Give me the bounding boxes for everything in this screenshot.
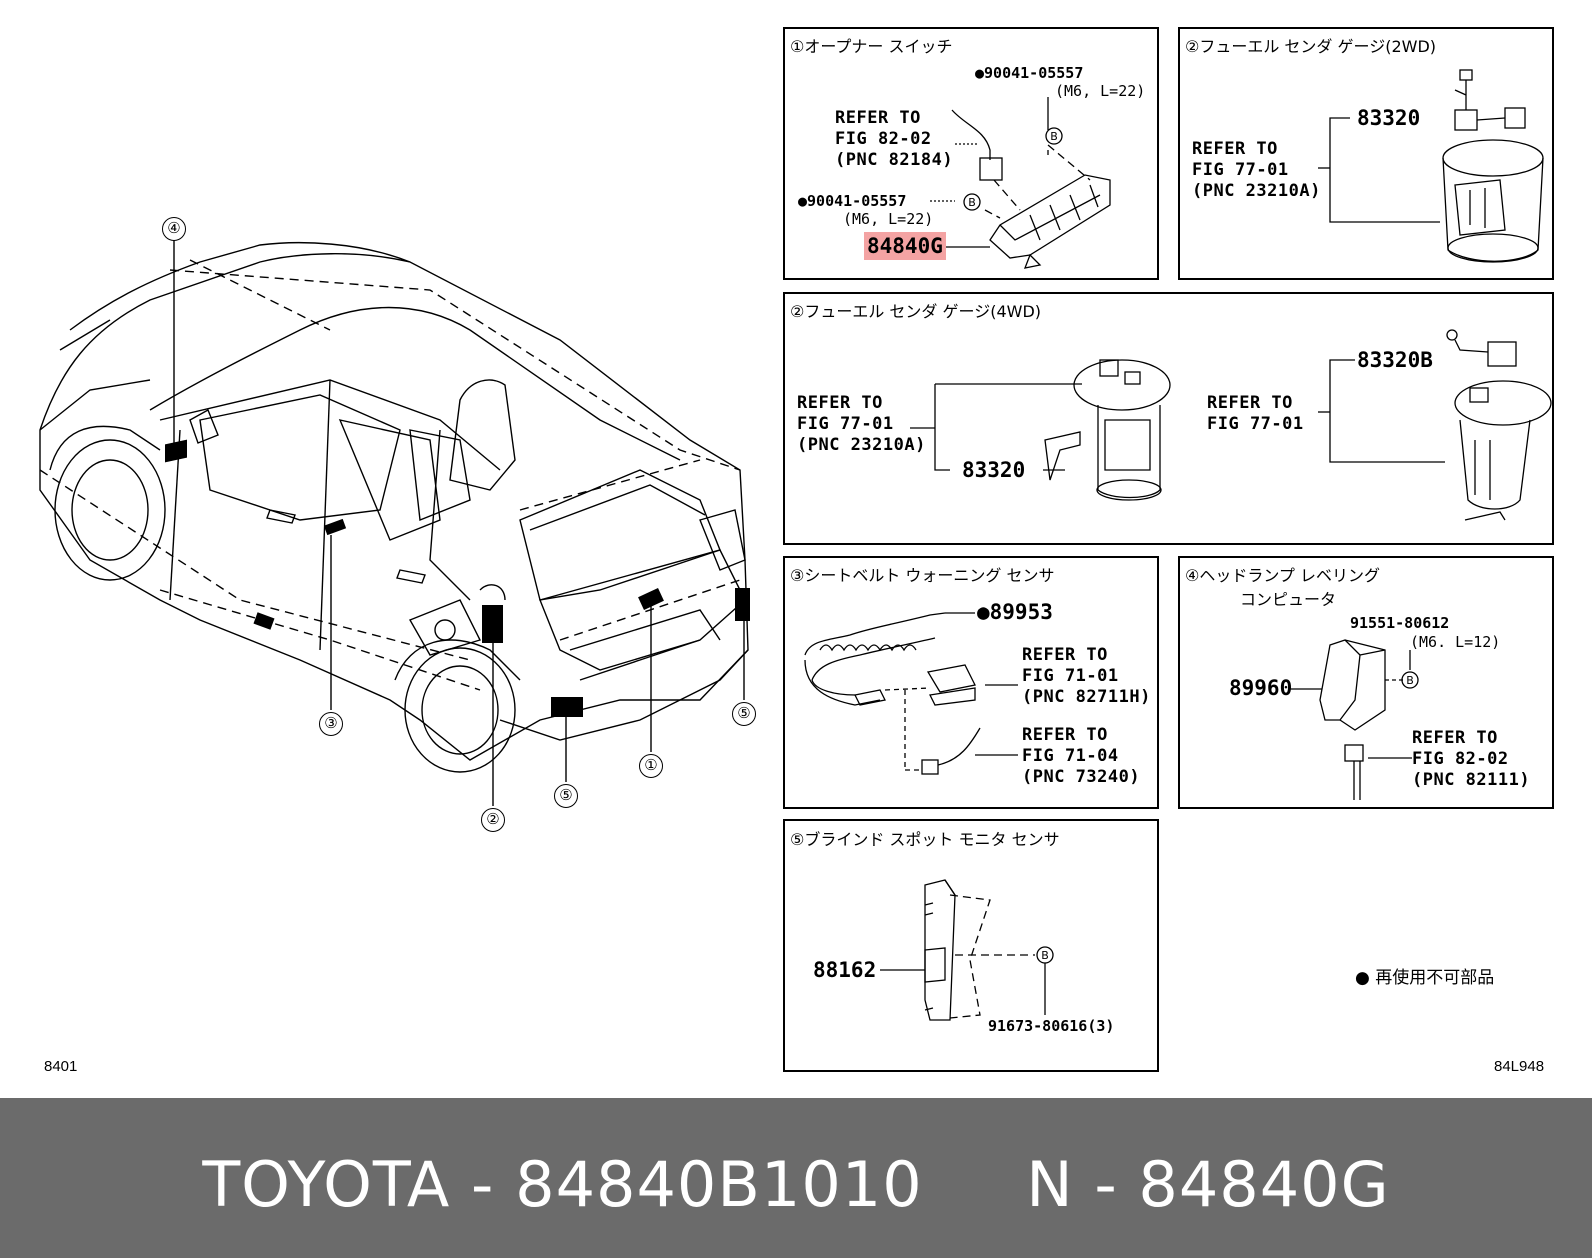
callout-2: ② bbox=[481, 808, 505, 832]
panel1-bolt1-spec: (M6, L=22) bbox=[1055, 82, 1146, 100]
callout-5a: ⑤ bbox=[554, 784, 578, 808]
legend-text: 再使用不可部品 bbox=[1375, 968, 1495, 988]
bolt-markers: B B B B bbox=[968, 130, 1414, 962]
panel3-refer1: REFER TO FIG 71-01 (PNC 82711H) bbox=[1022, 645, 1151, 707]
svg-text:B: B bbox=[1050, 130, 1058, 143]
figure-code-right: 84L948 bbox=[1494, 1058, 1545, 1075]
panel4-title: ④ヘッドランプ レベリング bbox=[1185, 566, 1380, 585]
panel2b-part2: 83320B bbox=[1357, 348, 1433, 372]
panel1-drawing bbox=[930, 97, 1111, 269]
part-number-text: TOYOTA - 84840B1010 N - 84840G bbox=[202, 1148, 1390, 1221]
svg-text:B: B bbox=[968, 196, 976, 209]
legend-mark: ● bbox=[1355, 968, 1370, 988]
panel2a-part: 83320 bbox=[1357, 106, 1421, 130]
part-number-banner: TOYOTA - 84840B1010 N - 84840G bbox=[0, 1098, 1592, 1258]
panel2b-refer1: REFER TO FIG 77-01 (PNC 23210A) bbox=[797, 393, 926, 455]
panel1-bolt2-spec: (M6, L=22) bbox=[843, 210, 934, 228]
panel4-refer: REFER TO FIG 82-02 (PNC 82111) bbox=[1412, 728, 1531, 790]
panel4-bolt-spec: (M6. L=12) bbox=[1410, 633, 1501, 651]
panel1-title: ①オープナー スイッチ bbox=[790, 37, 953, 56]
svg-text:B: B bbox=[1406, 674, 1414, 687]
panel4-bolt: 91551-80612 bbox=[1350, 614, 1450, 632]
panel3-drawing bbox=[804, 612, 1018, 775]
panel2a-refer: REFER TO FIG 77-01 (PNC 23210A) bbox=[1192, 139, 1321, 201]
panel5-drawing bbox=[880, 879, 1054, 1021]
diagram-linework: B B B B bbox=[39, 27, 1554, 1072]
callout-5b: ⑤ bbox=[732, 702, 756, 726]
panel2b-part1: 83320 bbox=[962, 458, 1026, 482]
callout-3: ③ bbox=[319, 712, 343, 736]
car-part-markers bbox=[165, 439, 750, 717]
car-phantom-lines bbox=[39, 259, 741, 691]
callout-4: ④ bbox=[162, 217, 186, 241]
panel5-title: ⑤ブラインド スポット モニタ センサ bbox=[790, 830, 1060, 849]
panel2b-drawing bbox=[910, 329, 1552, 521]
panel5-part: 88162 bbox=[813, 958, 877, 982]
panel2b-title: ②フューエル センダ ゲージ(4WD) bbox=[790, 302, 1042, 321]
panel4-title2: コンピュータ bbox=[1240, 590, 1337, 609]
panel1-bolt1: ●90041-05557 bbox=[975, 64, 1084, 82]
legend: ● 再使用不可部品 bbox=[1355, 968, 1494, 988]
parts-diagram: B B B B ④ ③ ② ⑤ ① ⑤ ①オープナー スイッチ ●90041-0… bbox=[39, 27, 1554, 1075]
panel-borders bbox=[783, 27, 1554, 1072]
car-illustration bbox=[39, 241, 749, 773]
panel1-part-highlight: 84840G bbox=[864, 232, 946, 260]
svg-text:B: B bbox=[1041, 949, 1049, 962]
car-callout-leaders bbox=[173, 240, 745, 806]
figure-code-left: 8401 bbox=[44, 1058, 78, 1075]
callout-1: ① bbox=[639, 754, 663, 778]
panel5-bolt: 91673-80616(3) bbox=[988, 1017, 1115, 1035]
panel1-bolt2: ●90041-05557 bbox=[798, 192, 907, 210]
panel4-part: 89960 bbox=[1229, 676, 1293, 700]
panel2a-title: ②フューエル センダ ゲージ(2WD) bbox=[1185, 37, 1437, 56]
panel2a-drawing bbox=[1318, 69, 1544, 263]
panel3-refer2: REFER TO FIG 71-04 (PNC 73240) bbox=[1022, 725, 1141, 787]
panel1-refer: REFER TO FIG 82-02 (PNC 82184) bbox=[835, 108, 954, 170]
panel3-part: ●89953 bbox=[977, 600, 1053, 624]
panel4-drawing bbox=[1288, 639, 1419, 800]
panel3-title: ③シートベルト ウォーニング センサ bbox=[790, 566, 1055, 585]
panel2b-refer2: REFER TO FIG 77-01 bbox=[1207, 393, 1304, 434]
